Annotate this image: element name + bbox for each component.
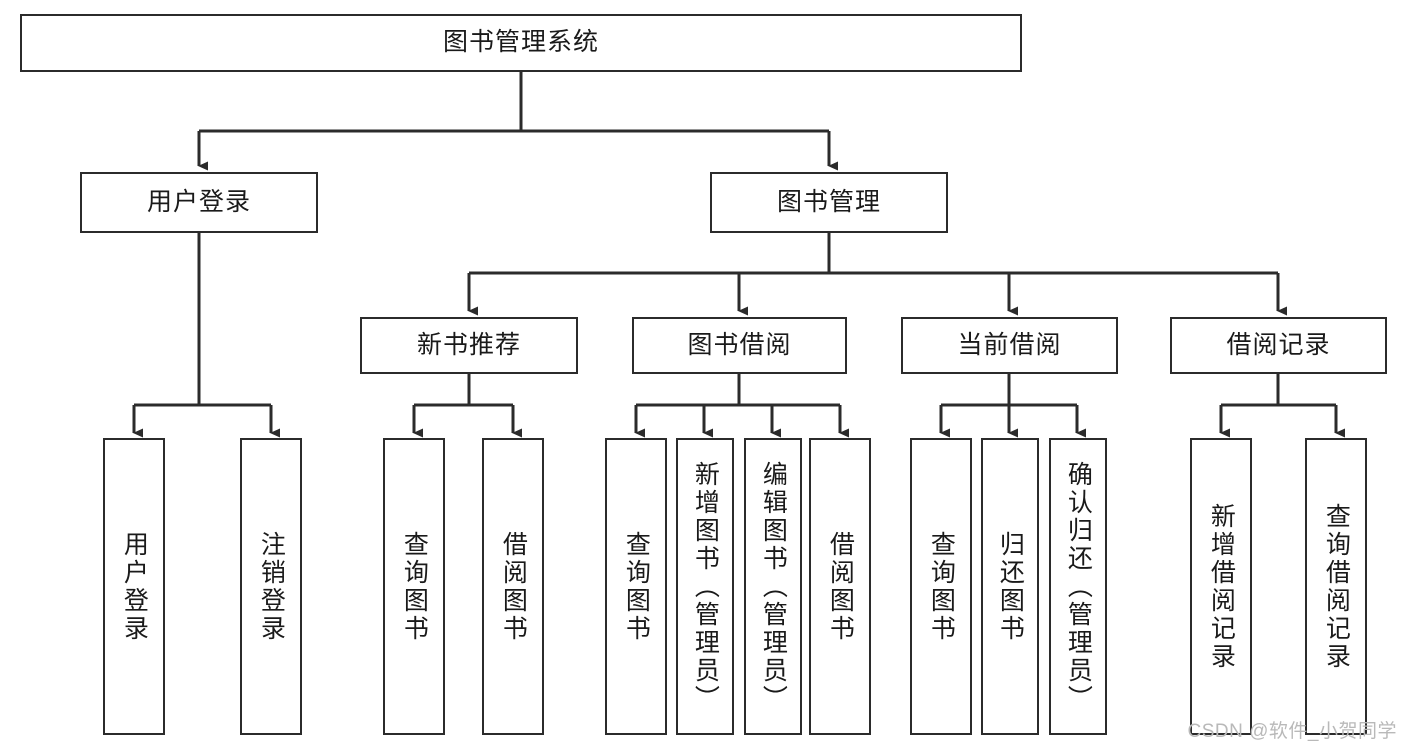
node-leaf-add-record-label: 新增借阅记录 bbox=[1207, 502, 1236, 671]
node-leaf-query-book-2-label: 查询图书 bbox=[622, 530, 651, 643]
node-leaf-query-book-1-label: 查询图书 bbox=[400, 530, 429, 643]
node-root-label: 图书管理系统 bbox=[442, 28, 599, 57]
node-leaf-edit-book[interactable]: 编辑图书（管理员） bbox=[744, 438, 802, 735]
node-leaf-logout[interactable]: 注销登录 bbox=[240, 438, 302, 735]
node-leaf-borrow-book-2[interactable]: 借阅图书 bbox=[809, 438, 871, 735]
node-leaf-edit-book-label: 编辑图书（管理员） bbox=[759, 460, 788, 713]
node-user-login-label: 用户登录 bbox=[146, 187, 251, 216]
node-leaf-borrow-book-2-label: 借阅图书 bbox=[826, 530, 855, 643]
node-leaf-add-book-label: 新增图书（管理员） bbox=[691, 460, 720, 713]
node-leaf-confirm-return[interactable]: 确认归还（管理员） bbox=[1049, 438, 1107, 735]
node-borrow-record-label: 借阅记录 bbox=[1226, 330, 1331, 359]
node-leaf-borrow-book-1[interactable]: 借阅图书 bbox=[482, 438, 544, 735]
node-borrow-record[interactable]: 借阅记录 bbox=[1170, 317, 1387, 374]
node-current-borrow[interactable]: 当前借阅 bbox=[901, 317, 1118, 374]
node-root[interactable]: 图书管理系统 bbox=[20, 14, 1022, 72]
node-leaf-return-book[interactable]: 归还图书 bbox=[981, 438, 1039, 735]
node-book-management[interactable]: 图书管理 bbox=[710, 172, 948, 233]
csdn-watermark: CSDN @软件_小贺同学 bbox=[1187, 721, 1397, 742]
node-leaf-user-login-label: 用户登录 bbox=[120, 530, 149, 643]
node-new-book-recommend-label: 新书推荐 bbox=[416, 330, 521, 359]
node-leaf-query-book-2[interactable]: 查询图书 bbox=[605, 438, 667, 735]
node-leaf-query-book-3[interactable]: 查询图书 bbox=[910, 438, 972, 735]
node-leaf-borrow-book-1-label: 借阅图书 bbox=[499, 530, 528, 643]
node-leaf-query-record-label: 查询借阅记录 bbox=[1322, 502, 1351, 671]
node-leaf-user-login[interactable]: 用户登录 bbox=[103, 438, 165, 735]
node-new-book-recommend[interactable]: 新书推荐 bbox=[360, 317, 578, 374]
node-current-borrow-label: 当前借阅 bbox=[957, 330, 1062, 359]
node-leaf-query-book-3-label: 查询图书 bbox=[927, 530, 956, 643]
node-leaf-query-book-1[interactable]: 查询图书 bbox=[383, 438, 445, 735]
node-leaf-query-record[interactable]: 查询借阅记录 bbox=[1305, 438, 1367, 735]
node-leaf-return-book-label: 归还图书 bbox=[996, 530, 1025, 643]
node-leaf-add-record[interactable]: 新增借阅记录 bbox=[1190, 438, 1252, 735]
node-book-borrow[interactable]: 图书借阅 bbox=[632, 317, 847, 374]
node-leaf-logout-label: 注销登录 bbox=[257, 530, 286, 643]
node-leaf-add-book[interactable]: 新增图书（管理员） bbox=[676, 438, 734, 735]
node-book-borrow-label: 图书借阅 bbox=[687, 330, 792, 359]
node-leaf-confirm-return-label: 确认归还（管理员） bbox=[1064, 460, 1093, 713]
node-user-login[interactable]: 用户登录 bbox=[80, 172, 318, 233]
node-book-management-label: 图书管理 bbox=[776, 187, 881, 216]
